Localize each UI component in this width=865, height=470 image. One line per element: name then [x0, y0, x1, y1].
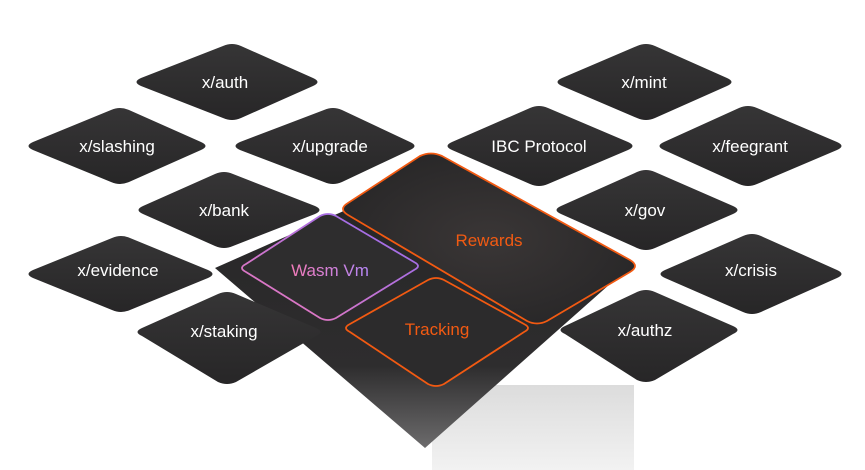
tile-x-staking-label: x/staking — [190, 322, 257, 341]
tile-x-evidence-label: x/evidence — [77, 261, 158, 280]
tile-x-feegrant[interactable]: x/feegrant — [659, 106, 842, 186]
tile-x-auth-label: x/auth — [202, 73, 248, 92]
tile-x-bank-label: x/bank — [199, 201, 250, 220]
tile-ibc-protocol-label: IBC Protocol — [491, 137, 586, 156]
tile-x-gov-label: x/gov — [625, 201, 666, 220]
tile-tracking-label: Tracking — [405, 320, 470, 339]
tile-x-staking[interactable]: x/staking — [137, 292, 321, 384]
tile-rewards[interactable]: Rewards — [342, 152, 636, 325]
tile-tracking[interactable]: Tracking — [345, 277, 529, 387]
tile-x-feegrant-label: x/feegrant — [712, 137, 788, 156]
tile-x-crisis-label: x/crisis — [725, 261, 777, 280]
tile-x-auth[interactable]: x/auth — [136, 44, 318, 120]
tile-x-mint[interactable]: x/mint — [557, 44, 732, 120]
tile-x-gov[interactable]: x/gov — [556, 170, 738, 250]
tile-x-crisis[interactable]: x/crisis — [660, 234, 842, 314]
tile-wasm-vm[interactable]: Wasm Vm — [241, 213, 419, 321]
tile-wasm-vm-label: Wasm Vm — [291, 261, 369, 280]
tile-x-slashing-label: x/slashing — [79, 137, 155, 156]
tile-x-bank[interactable]: x/bank — [138, 172, 320, 248]
tile-x-upgrade[interactable]: x/upgrade — [235, 108, 415, 184]
tile-rewards-label: Rewards — [455, 231, 522, 250]
tile-x-upgrade-label: x/upgrade — [292, 137, 368, 156]
tile-x-slashing[interactable]: x/slashing — [28, 108, 206, 184]
tile-ibc-protocol[interactable]: IBC Protocol — [447, 106, 633, 186]
tile-x-mint-label: x/mint — [621, 73, 667, 92]
tile-x-evidence[interactable]: x/evidence — [28, 236, 213, 312]
tile-x-authz[interactable]: x/authz — [560, 290, 738, 382]
tile-x-authz-label: x/authz — [618, 321, 673, 340]
